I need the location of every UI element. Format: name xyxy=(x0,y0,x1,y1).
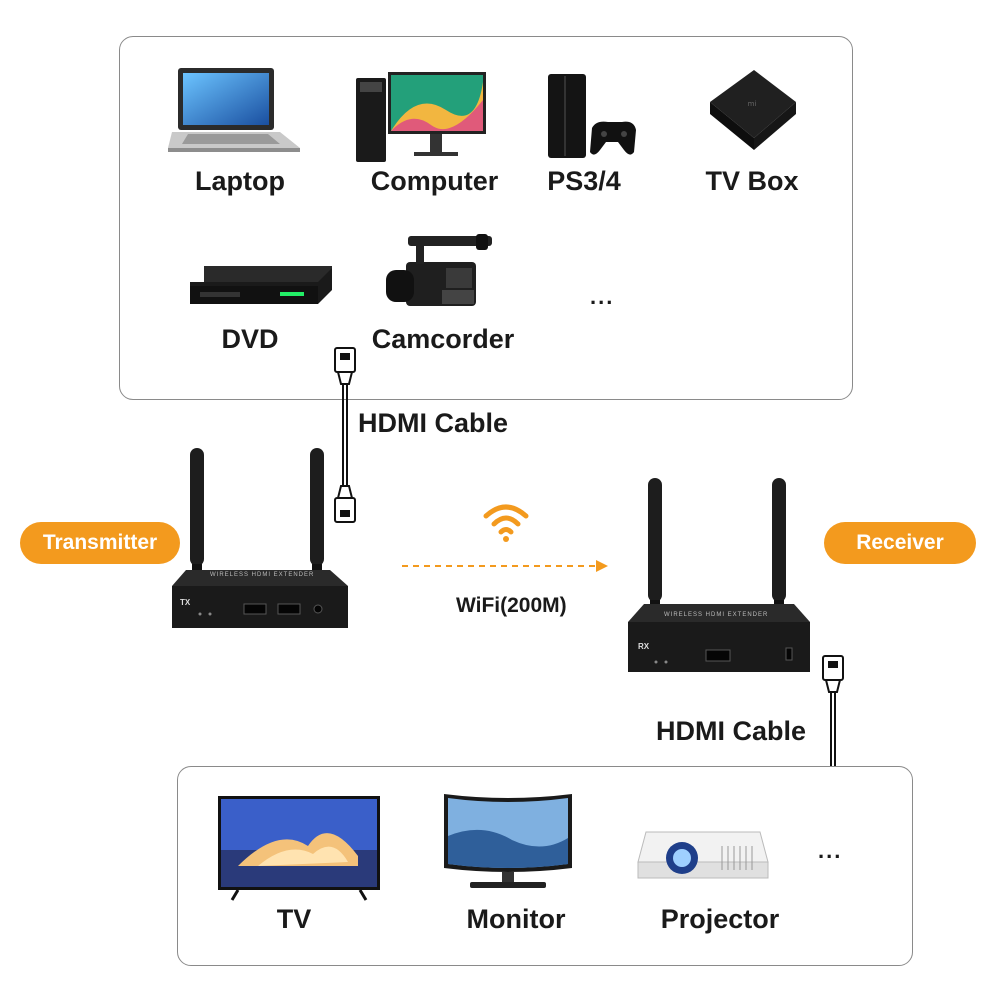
game-console-label: PS3/4 xyxy=(547,166,621,196)
game-console-icon xyxy=(548,74,636,158)
computer-icon xyxy=(356,72,486,162)
computer-label: Computer xyxy=(370,166,499,196)
dvd-label: DVD xyxy=(221,324,279,354)
wifi-icon xyxy=(483,504,529,542)
projector-icon xyxy=(637,831,769,879)
laptop-icon xyxy=(168,68,300,152)
tv-box-label: TV Box xyxy=(705,166,799,196)
hdmi-cable-bottom-label: HDMI Cable xyxy=(656,716,807,746)
wifi-arrow xyxy=(402,560,608,572)
dvd-player-icon xyxy=(190,266,332,304)
transmitter-device xyxy=(172,448,348,628)
tv-box-icon: mi xyxy=(710,70,796,150)
projector-label: Projector xyxy=(660,904,780,934)
svg-text:mi: mi xyxy=(748,100,757,108)
camcorder-icon xyxy=(386,234,492,306)
receiver-front-text: WIRELESS HDMI EXTENDER xyxy=(664,612,769,618)
hdmi-cable-top xyxy=(334,347,356,523)
receiver-device xyxy=(628,478,810,672)
receiver-panel-text: RX xyxy=(638,642,650,651)
monitor-icon xyxy=(444,794,572,888)
more-sources-ellipsis: ... xyxy=(590,284,615,309)
camcorder-label: Camcorder xyxy=(371,324,515,354)
tv-label: TV xyxy=(276,904,312,934)
transmitter-badge: Transmitter xyxy=(20,522,180,564)
tv-icon xyxy=(218,796,380,901)
laptop-label: Laptop xyxy=(195,166,285,196)
transmitter-panel-text: TX xyxy=(180,598,191,607)
transmitter-front-text: WIRELESS HDMI EXTENDER xyxy=(210,572,315,578)
wifi-label: WiFi(200M) xyxy=(456,594,567,617)
hdmi-cable-top-label: HDMI Cable xyxy=(358,408,509,438)
more-displays-ellipsis: ... xyxy=(818,838,843,863)
monitor-label: Monitor xyxy=(466,904,566,934)
receiver-badge: Receiver xyxy=(824,522,976,564)
